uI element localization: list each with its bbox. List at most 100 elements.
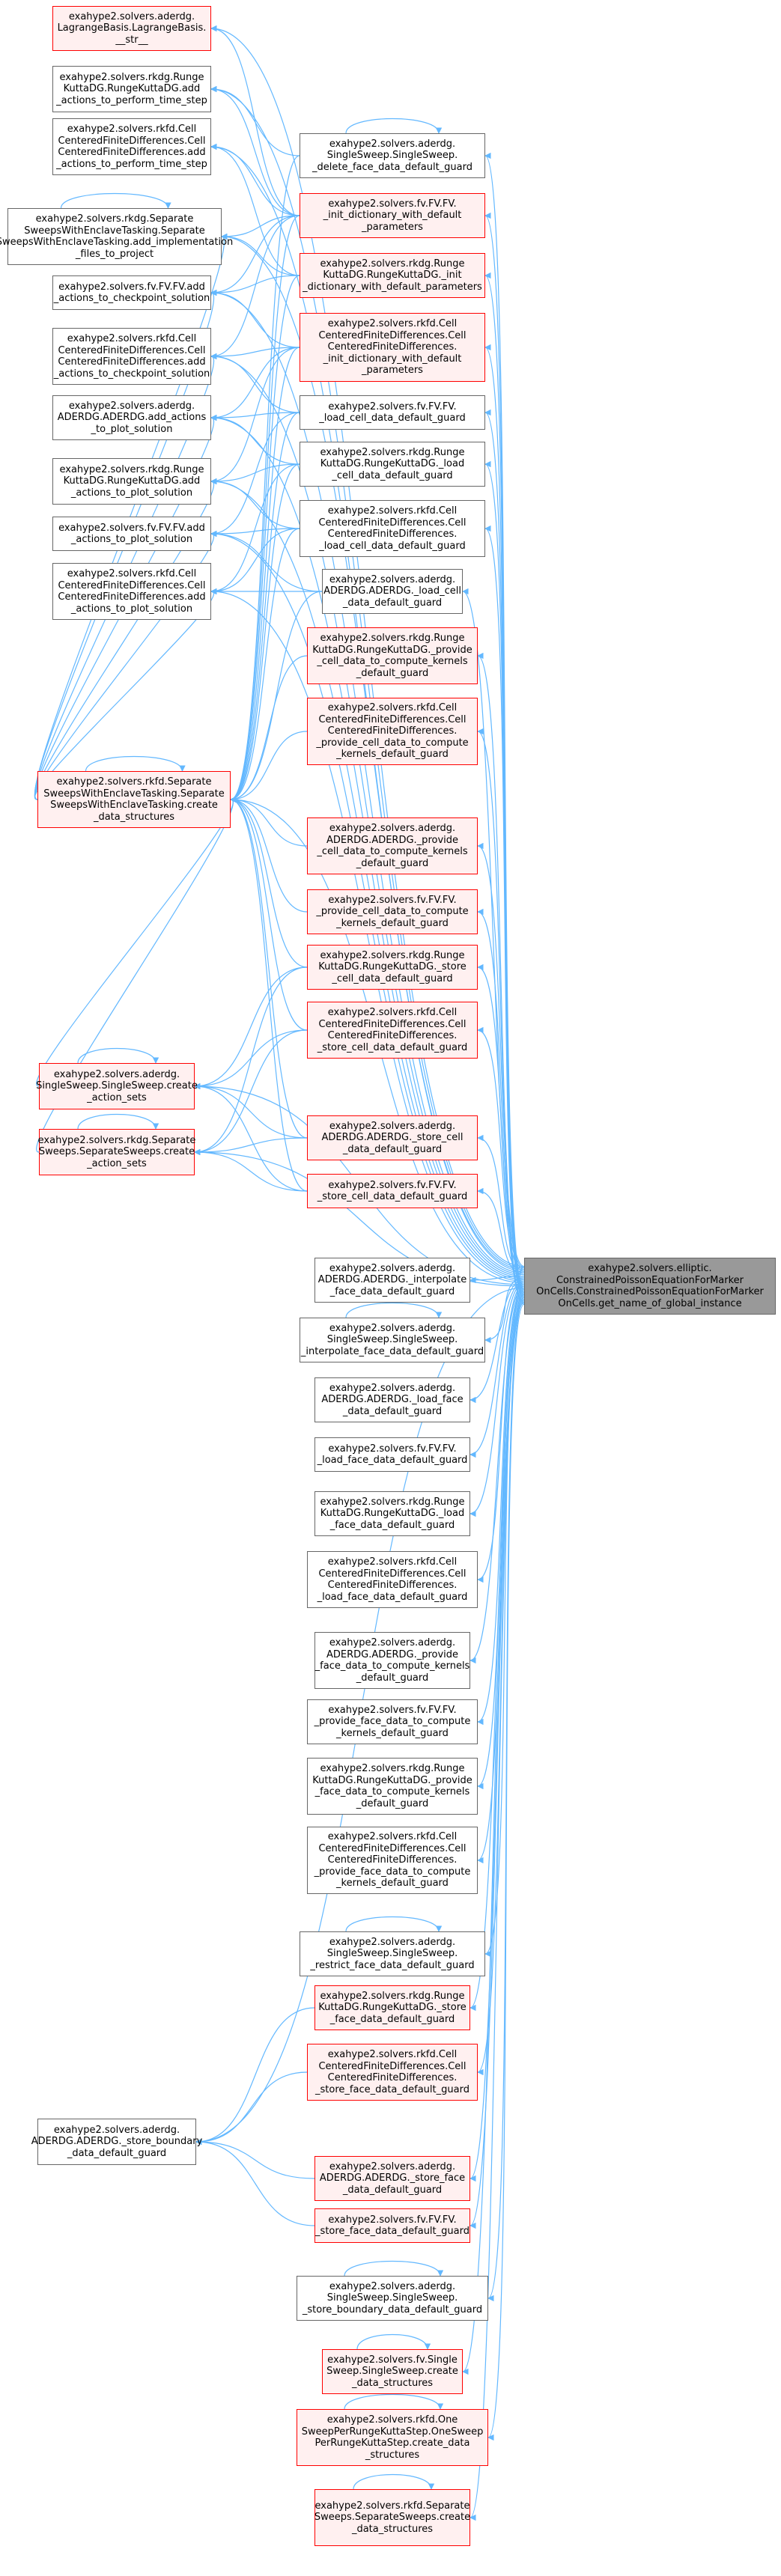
node-label: exahype2.solvers.rkdg.Runge KuttaDG.Rung…	[318, 1990, 467, 2025]
graph-node-fv-plot[interactable]: exahype2.solvers.fv.FV.FV.add _actions_t…	[52, 517, 211, 551]
node-label: exahype2.solvers.aderdg. ADERDG.ADERDG.a…	[57, 400, 207, 435]
call-edge	[210, 463, 300, 595]
graph-node-rkfd-provide-face[interactable]: exahype2.solvers.rkfd.Cell CenteredFinit…	[307, 1827, 478, 1894]
call-edge	[469, 1266, 525, 2521]
node-label: exahype2.solvers.rkdg.Runge KuttaDG.Rung…	[312, 633, 472, 679]
graph-node-rkfd-store-cell[interactable]: exahype2.solvers.rkfd.Cell CenteredFinit…	[307, 1002, 478, 1059]
call-edge	[477, 728, 525, 1305]
graph-node-fv-single-create[interactable]: exahype2.solvers.fv.Single Sweep.SingleS…	[322, 2349, 463, 2394]
graph-node-rkdg-load-cell[interactable]: exahype2.solvers.rkdg.Runge KuttaDG.Rung…	[300, 442, 485, 487]
node-label: exahype2.solvers.fv.FV.FV. _provide_cell…	[316, 894, 469, 929]
graph-node-rkdg-provide-cell[interactable]: exahype2.solvers.rkdg.Runge KuttaDG.Rung…	[307, 627, 478, 684]
call-edge	[210, 414, 300, 465]
graph-node-fv-checkpoint[interactable]: exahype2.solvers.fv.FV.FV.add _actions_t…	[52, 275, 211, 310]
call-edge	[210, 215, 300, 296]
graph-node-aderdg-load-cell[interactable]: exahype2.solvers.aderdg. ADERDG.ADERDG._…	[322, 569, 463, 614]
graph-node-lagrange[interactable]: exahype2.solvers.aderdg. LagrangeBasis.L…	[52, 6, 211, 51]
node-label: exahype2.solvers.rkdg.Runge KuttaDG.Rung…	[56, 71, 207, 106]
call-edge	[469, 1280, 525, 1458]
node-label: exahype2.solvers.rkdg.Separate SweepsWit…	[0, 213, 234, 260]
graph-node-rkfd-store-face[interactable]: exahype2.solvers.rkfd.Cell CenteredFinit…	[307, 2044, 478, 2101]
call-edge	[230, 215, 300, 803]
graph-node-rkdg-provide-face[interactable]: exahype2.solvers.rkdg.Runge KuttaDG.Rung…	[307, 1758, 478, 1815]
graph-node-fv-provide-cell[interactable]: exahype2.solvers.fv.FV.FV. _provide_cell…	[307, 889, 478, 934]
call-edge	[469, 1276, 525, 1284]
call-edge	[230, 347, 300, 803]
graph-node-rkfd-sep-create[interactable]: exahype2.solvers.rkfd.Separate SweepsWit…	[37, 771, 231, 828]
node-label: exahype2.solvers.fv.FV.FV. _load_cell_da…	[319, 401, 466, 424]
graph-node-rkdg-store-face[interactable]: exahype2.solvers.rkdg.Runge KuttaDG.Rung…	[314, 1985, 470, 2030]
graph-node-fv-store-face[interactable]: exahype2.solvers.fv.FV.FV. _store_face_d…	[314, 2208, 470, 2243]
call-edge	[210, 588, 525, 1282]
node-label: exahype2.solvers.fv.Single Sweep.SingleS…	[326, 2354, 458, 2389]
graph-node-rkfd-init-dict[interactable]: exahype2.solvers.rkfd.Cell CenteredFinit…	[300, 313, 485, 382]
call-edge	[230, 796, 308, 968]
call-edge	[210, 528, 300, 538]
graph-node-aderdg-single-actions[interactable]: exahype2.solvers.aderdg. SingleSweep.Sin…	[36, 1063, 198, 1109]
graph-node-rkfd-sepsweeps-create[interactable]: exahype2.solvers.rkfd.Separate Sweeps.Se…	[314, 2489, 470, 2546]
call-edge	[230, 796, 308, 1192]
graph-node-fv-init-dict[interactable]: exahype2.solvers.fv.FV.FV. _init_diction…	[300, 193, 485, 238]
graph-node-single-store-boundary[interactable]: exahype2.solvers.aderdg. SingleSweep.Sin…	[297, 2276, 488, 2321]
graph-node-aderdg-store-boundary[interactable]: exahype2.solvers.aderdg. ADERDG.ADERDG._…	[31, 2119, 202, 2165]
graph-node-rkfd-onesweep-create[interactable]: exahype2.solvers.rkfd.One SweepPerRungeK…	[297, 2409, 488, 2466]
node-label: exahype2.solvers.fv.FV.FV. _load_face_da…	[317, 1443, 468, 1467]
call-edge	[210, 530, 323, 592]
graph-node-rkdg-sep-impl[interactable]: exahype2.solvers.rkdg.Separate SweepsWit…	[0, 208, 233, 265]
graph-node-rkfd-checkpoint[interactable]: exahype2.solvers.rkfd.Cell CenteredFinit…	[52, 328, 211, 385]
call-edge	[477, 1134, 525, 1273]
graph-node-rkdg-sep-actions[interactable]: exahype2.solvers.rkdg.Separate Sweeps.Se…	[38, 1129, 195, 1175]
graph-node-aderdg-load-face[interactable]: exahype2.solvers.aderdg. ADERDG.ADERDG._…	[314, 1377, 470, 1422]
graph-node-aderdg-provide-cell[interactable]: exahype2.solvers.aderdg. ADERDG.ADERDG._…	[307, 817, 478, 874]
graph-node-aderdg-store-cell[interactable]: exahype2.solvers.aderdg. ADERDG.ADERDG._…	[307, 1115, 478, 1160]
node-label: exahype2.solvers.rkfd.Cell CenteredFinit…	[56, 124, 207, 170]
call-edge	[210, 85, 300, 216]
node-label: exahype2.solvers.rkfd.Cell CenteredFinit…	[317, 1007, 468, 1053]
node-label: exahype2.solvers.rkfd.One SweepPerRungeK…	[301, 2414, 484, 2461]
call-edge	[484, 1292, 525, 1958]
call-edge	[194, 1083, 308, 1139]
call-edge	[469, 1279, 525, 1404]
graph-node-aderdg-store-face[interactable]: exahype2.solvers.aderdg. ADERDG.ADERDG._…	[314, 2156, 470, 2201]
graph-node-aderdg-plot[interactable]: exahype2.solvers.aderdg. ADERDG.ADERDG.a…	[52, 395, 211, 440]
graph-node-rkdg-perform[interactable]: exahype2.solvers.rkdg.Runge KuttaDG.Rung…	[52, 66, 211, 112]
node-label: exahype2.solvers.aderdg. SingleSweep.Sin…	[36, 1068, 198, 1103]
graph-node-rkfd-perform[interactable]: exahype2.solvers.rkfd.Cell CenteredFinit…	[52, 118, 211, 175]
node-label: exahype2.solvers.aderdg. SingleSweep.Sin…	[302, 2280, 483, 2315]
graph-node-fv-load-cell[interactable]: exahype2.solvers.fv.FV.FV. _load_cell_da…	[300, 395, 485, 430]
graph-node-rkdg-init-dict[interactable]: exahype2.solvers.rkdg.Runge KuttaDG.Rung…	[300, 253, 485, 298]
graph-node-rkfd-plot[interactable]: exahype2.solvers.rkfd.Cell CenteredFinit…	[52, 563, 211, 620]
graph-node-single-restrict-face[interactable]: exahype2.solvers.aderdg. SingleSweep.Sin…	[300, 1931, 485, 1976]
call-edge	[210, 528, 300, 595]
graph-node-aderdg-provide-face[interactable]: exahype2.solvers.aderdg. ADERDG.ADERDG._…	[314, 1632, 470, 1689]
call-edge	[210, 143, 300, 276]
graph-node-rkfd-load-face[interactable]: exahype2.solvers.rkfd.Cell CenteredFinit…	[307, 1551, 478, 1608]
node-label: exahype2.solvers.rkfd.Cell CenteredFinit…	[317, 1556, 468, 1603]
graph-node-rkdg-store-cell[interactable]: exahype2.solvers.rkdg.Runge KuttaDG.Rung…	[307, 945, 478, 990]
graph-node-rkdg-load-face[interactable]: exahype2.solvers.rkdg.Runge KuttaDG.Rung…	[314, 1491, 470, 1536]
graph-node-fv-load-face[interactable]: exahype2.solvers.fv.FV.FV. _load_face_da…	[314, 1437, 470, 1472]
graph-node-single-delete-face[interactable]: exahype2.solvers.aderdg. SingleSweep.Sin…	[300, 133, 485, 178]
graph-node-fv-store-cell[interactable]: exahype2.solvers.fv.FV.FV. _store_cell_d…	[307, 1174, 478, 1208]
call-edge	[477, 1287, 525, 1726]
call-edge	[195, 2007, 315, 2146]
node-label: exahype2.solvers.fv.FV.FV.add _actions_t…	[58, 522, 205, 546]
graph-node-aderdg-interp-face[interactable]: exahype2.solvers.aderdg. ADERDG.ADERDG._…	[314, 1258, 470, 1303]
call-edge	[195, 2071, 308, 2146]
node-label: exahype2.solvers.rkdg.Runge KuttaDG.Rung…	[312, 1763, 472, 1809]
call-edge	[221, 233, 300, 276]
graph-node-rkfd-load-cell[interactable]: exahype2.solvers.rkfd.Cell CenteredFinit…	[300, 500, 485, 557]
node-label: exahype2.solvers.aderdg. ADERDG.ADERDG._…	[317, 1262, 467, 1297]
node-label: exahype2.solvers.aderdg. ADERDG.ADERDG._…	[317, 823, 468, 869]
graph-node-single-interp-face[interactable]: exahype2.solvers.aderdg. SingleSweep.Sin…	[300, 1318, 485, 1362]
self-loop-edge	[85, 755, 186, 772]
self-loop-edge	[345, 118, 443, 134]
call-edge	[194, 1137, 308, 1156]
node-label: exahype2.solvers.aderdg. SingleSweep.Sin…	[310, 1936, 475, 1971]
graph-node-rkdg-plot[interactable]: exahype2.solvers.rkdg.Runge KuttaDG.Rung…	[52, 458, 211, 505]
graph-node-rkfd-provide-cell[interactable]: exahype2.solvers.rkfd.Cell CenteredFinit…	[307, 698, 478, 765]
node-label: exahype2.solvers.rkfd.Cell CenteredFinit…	[315, 2049, 469, 2095]
call-edge	[477, 908, 525, 1269]
graph-node-fv-provide-face[interactable]: exahype2.solvers.fv.FV.FV. _provide_face…	[307, 1699, 478, 1744]
call-edge	[230, 412, 300, 803]
